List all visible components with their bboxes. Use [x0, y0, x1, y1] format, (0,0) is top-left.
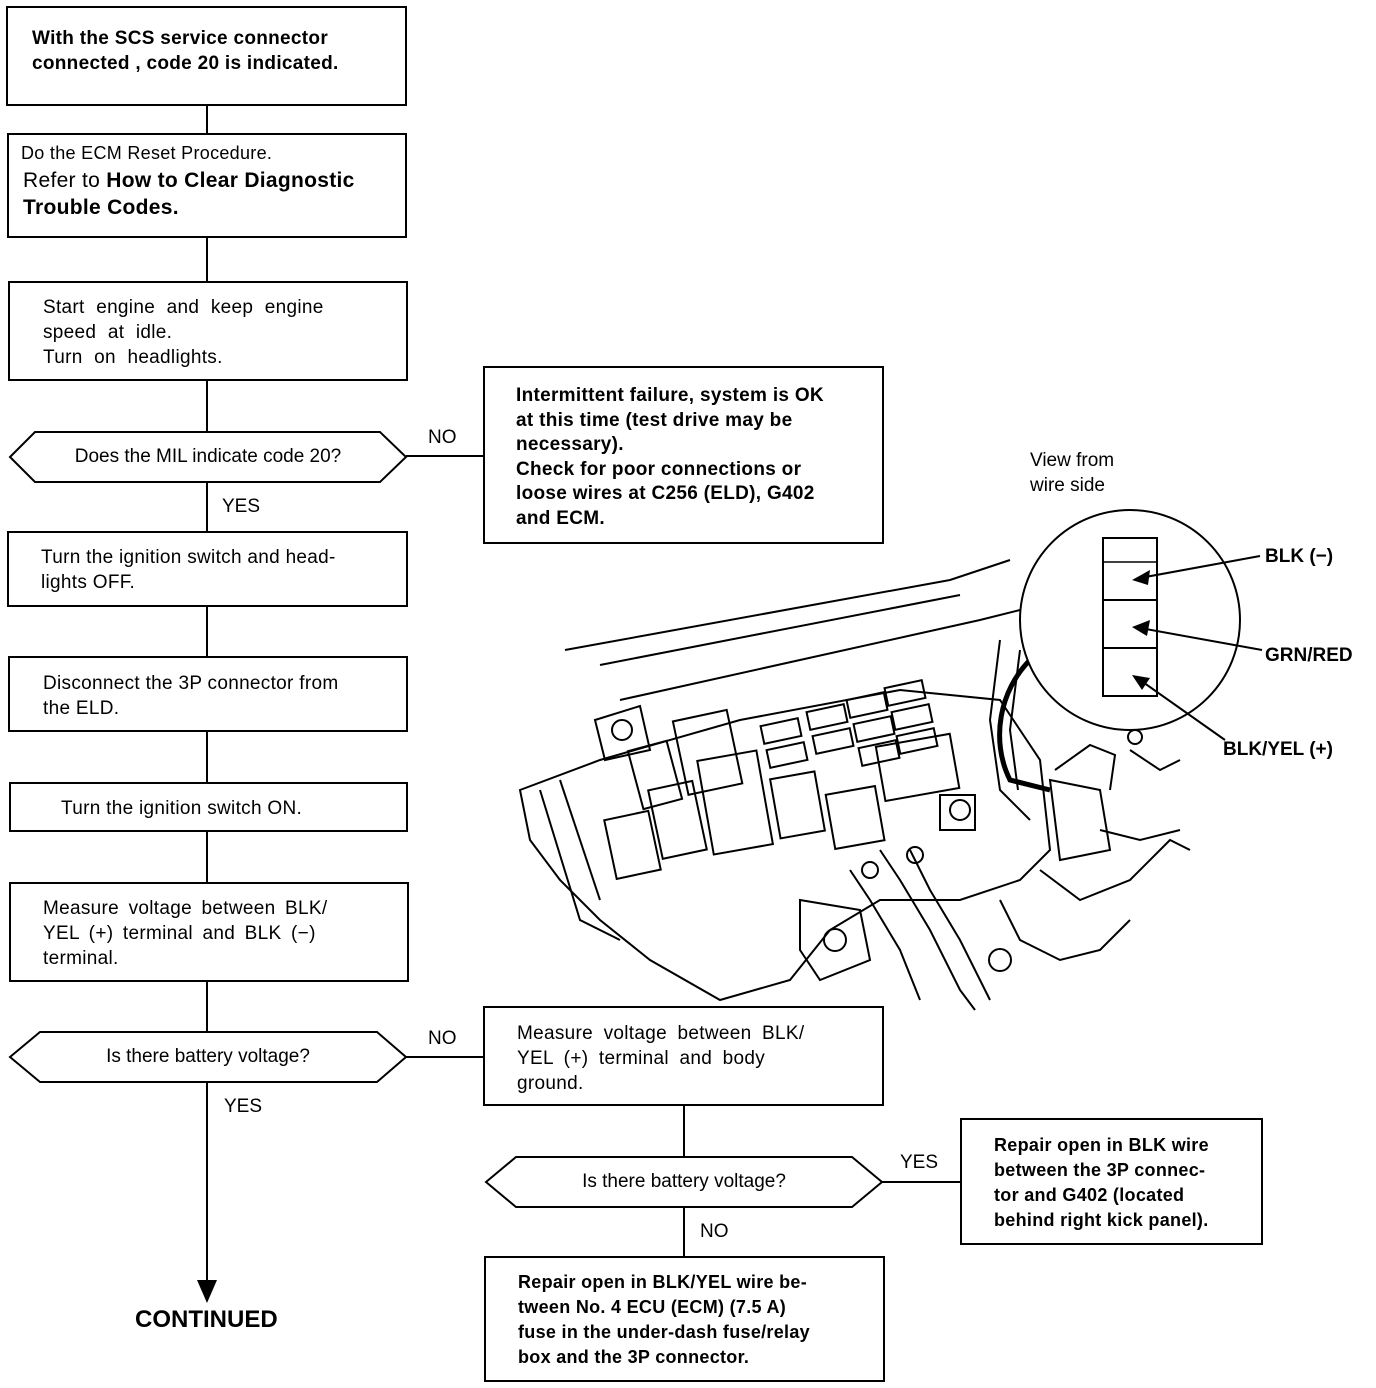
view-label: View from wire side: [1030, 450, 1115, 496]
decision3-shape: [484, 1156, 884, 1208]
step8-box: Measure voltage between BLK/ YEL (+) ter…: [483, 1006, 884, 1106]
step4-box: Turn the ignition switch and head- light…: [7, 531, 408, 607]
decision2-no-label: NO: [428, 1028, 457, 1049]
intermittent-text: Intermittent failure, system is OK at th…: [516, 385, 824, 529]
step7-text: Measure voltage between BLK/ YEL (+) ter…: [43, 898, 328, 969]
pin-grnred-label: GRN/RED: [1265, 645, 1353, 666]
repair-blkyel-box: Repair open in BLK/YEL wire be- tween No…: [484, 1256, 885, 1382]
intermittent-box: Intermittent failure, system is OK at th…: [483, 366, 884, 544]
decision1-text: Does the MIL indicate code 20?: [74, 446, 342, 467]
connector-pin-block: [1102, 537, 1158, 697]
step8-text: Measure voltage between BLK/ YEL (+) ter…: [517, 1023, 805, 1094]
decision1-shape: [8, 431, 408, 483]
step2-line1: Do the ECM Reset Procedure.: [21, 143, 273, 163]
arrow-head: [197, 1280, 217, 1303]
pin-blkyel-label: BLK/YEL (+): [1223, 739, 1333, 760]
step3-box: Start engine and keep engine speed at id…: [8, 281, 408, 381]
continued-label: CONTINUED: [135, 1306, 278, 1333]
step6-box: Turn the ignition switch ON.: [9, 782, 408, 832]
decision2-text: Is there battery voltage?: [106, 1046, 310, 1067]
step7-box: Measure voltage between BLK/ YEL (+) ter…: [9, 882, 409, 982]
decision1-no-label: NO: [428, 427, 457, 448]
repair-blk-box: Repair open in BLK wire between the 3P c…: [960, 1118, 1263, 1245]
step5-text: Disconnect the 3P connector from the ELD…: [43, 673, 339, 719]
repair-blkyel-text: Repair open in BLK/YEL wire be- tween No…: [518, 1272, 810, 1367]
pin-blk-label: BLK (−): [1265, 546, 1334, 567]
step4-text: Turn the ignition switch and head- light…: [41, 547, 336, 593]
repair-blk-text: Repair open in BLK wire between the 3P c…: [994, 1135, 1209, 1230]
decision3-text: Is there battery voltage?: [582, 1171, 786, 1192]
decision2-shape: [8, 1031, 408, 1083]
decision3-yes-label: YES: [900, 1152, 939, 1173]
step2-box: Do the ECM Reset Procedure. Refer to How…: [7, 133, 407, 238]
step6-text: Turn the ignition switch ON.: [61, 798, 303, 819]
decision1-yes-label: YES: [222, 496, 261, 517]
step3-text: Start engine and keep engine speed at id…: [43, 297, 324, 368]
decision3-no-label: NO: [700, 1221, 729, 1242]
decision2-yes-label: YES: [224, 1096, 263, 1117]
step5-box: Disconnect the 3P connector from the ELD…: [8, 656, 408, 732]
fuse-box-drawing: [518, 559, 1191, 1011]
